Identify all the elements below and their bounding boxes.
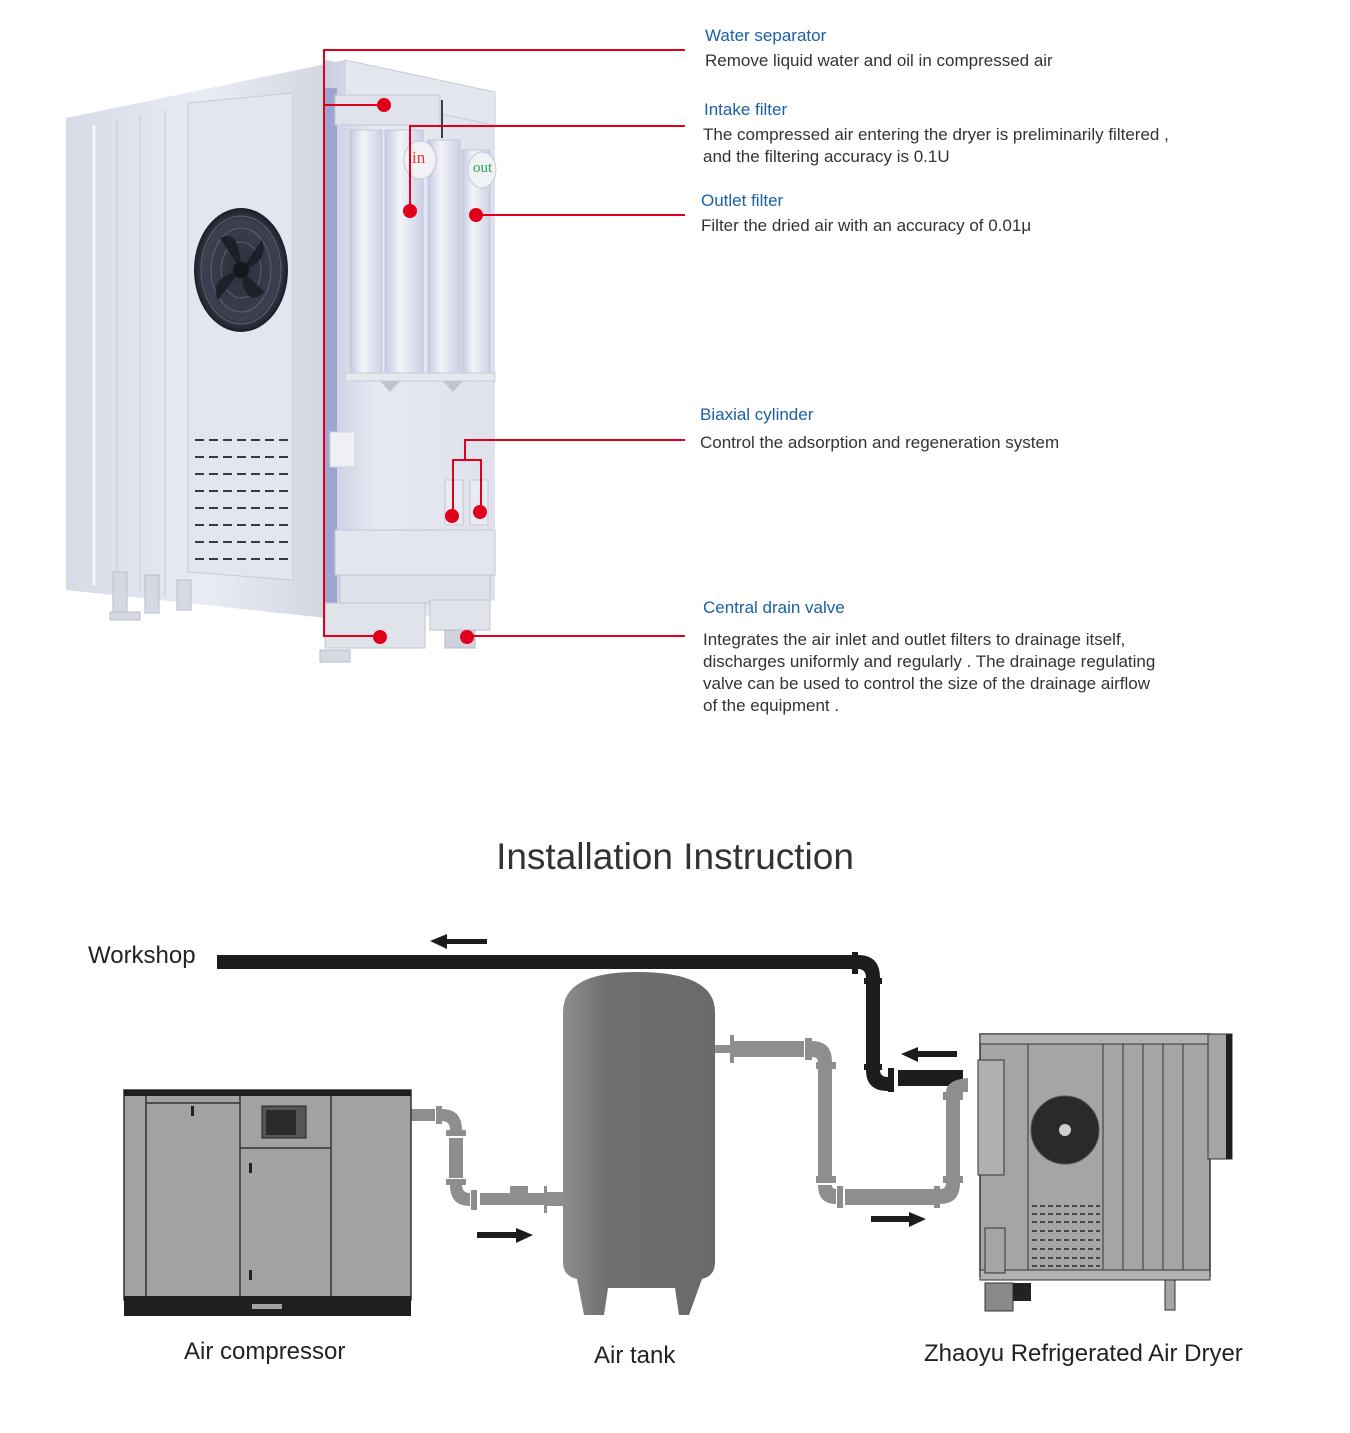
- callout-description-line: and the filtering accuracy is 0.1U: [703, 147, 950, 166]
- callout-dot-central-drain-valve: [460, 630, 474, 644]
- callout-description: Control the adsorption and regeneration …: [700, 433, 1060, 452]
- callout-description-line: discharges uniformly and regularly . The…: [703, 652, 1156, 671]
- callout-title: Outlet filter: [701, 191, 784, 210]
- callout-title: Biaxial cylinder: [700, 405, 814, 424]
- product-illustration: [66, 49, 685, 663]
- dryer-front-panel: [324, 59, 497, 649]
- workshop-pipe: [217, 952, 963, 1092]
- callout-title: Intake filter: [704, 100, 788, 119]
- workshop-label: Workshop: [88, 942, 196, 969]
- callout-dot-water-separator: [377, 98, 391, 112]
- refrigerated-air-dryer: [977, 1033, 1233, 1312]
- callout-description-line: of the equipment .: [703, 696, 840, 715]
- callout-description-line: valve can be used to control the size of…: [703, 674, 1150, 693]
- flow-arrow-right-icon: [477, 1228, 533, 1243]
- air-tank: [545, 972, 715, 1315]
- air-dryer-label: Zhaoyu Refrigerated Air Dryer: [924, 1340, 1243, 1367]
- dryer-side-panel: [66, 60, 345, 620]
- dryer-feet: [109, 571, 351, 663]
- installation-title: Installation Instruction: [496, 836, 854, 877]
- callout-description-line: Integrates the air inlet and outlet filt…: [703, 630, 1126, 649]
- callout-dot-biaxial-cylinder-1: [445, 509, 459, 523]
- compressor-to-tank-pipe: [411, 1106, 565, 1213]
- outlet-badge-label: out: [473, 160, 493, 176]
- callout-title: Central drain valve: [703, 598, 845, 617]
- tank-to-dryer-pipe: [715, 1035, 968, 1208]
- callout-leader-lines: [323, 49, 685, 637]
- callout-dot-biaxial-cylinder-2: [473, 505, 487, 519]
- flow-arrow-right-icon: [871, 1212, 926, 1227]
- flow-arrow-left-icon: [430, 934, 487, 949]
- flow-arrow-left-icon: [901, 1047, 957, 1062]
- callout-dot-intake-filter: [403, 204, 417, 218]
- callout-description: Remove liquid water and oil in compresse…: [705, 51, 1053, 70]
- air-tank-label: Air tank: [594, 1342, 676, 1369]
- air-compressor: [123, 1089, 412, 1316]
- callout-description: Filter the dried air with an accuracy of…: [701, 216, 1032, 235]
- callout-dot-drain-left: [373, 630, 387, 644]
- callout-dot-outlet-filter: [469, 208, 483, 222]
- vent-grille: [195, 439, 290, 560]
- callout-description-line: The compressed air entering the dryer is…: [703, 125, 1169, 144]
- inlet-badge-label: in: [412, 148, 426, 167]
- cooling-fan-icon: [194, 208, 288, 332]
- air-compressor-label: Air compressor: [184, 1338, 346, 1365]
- callout-title: Water separator: [705, 26, 827, 45]
